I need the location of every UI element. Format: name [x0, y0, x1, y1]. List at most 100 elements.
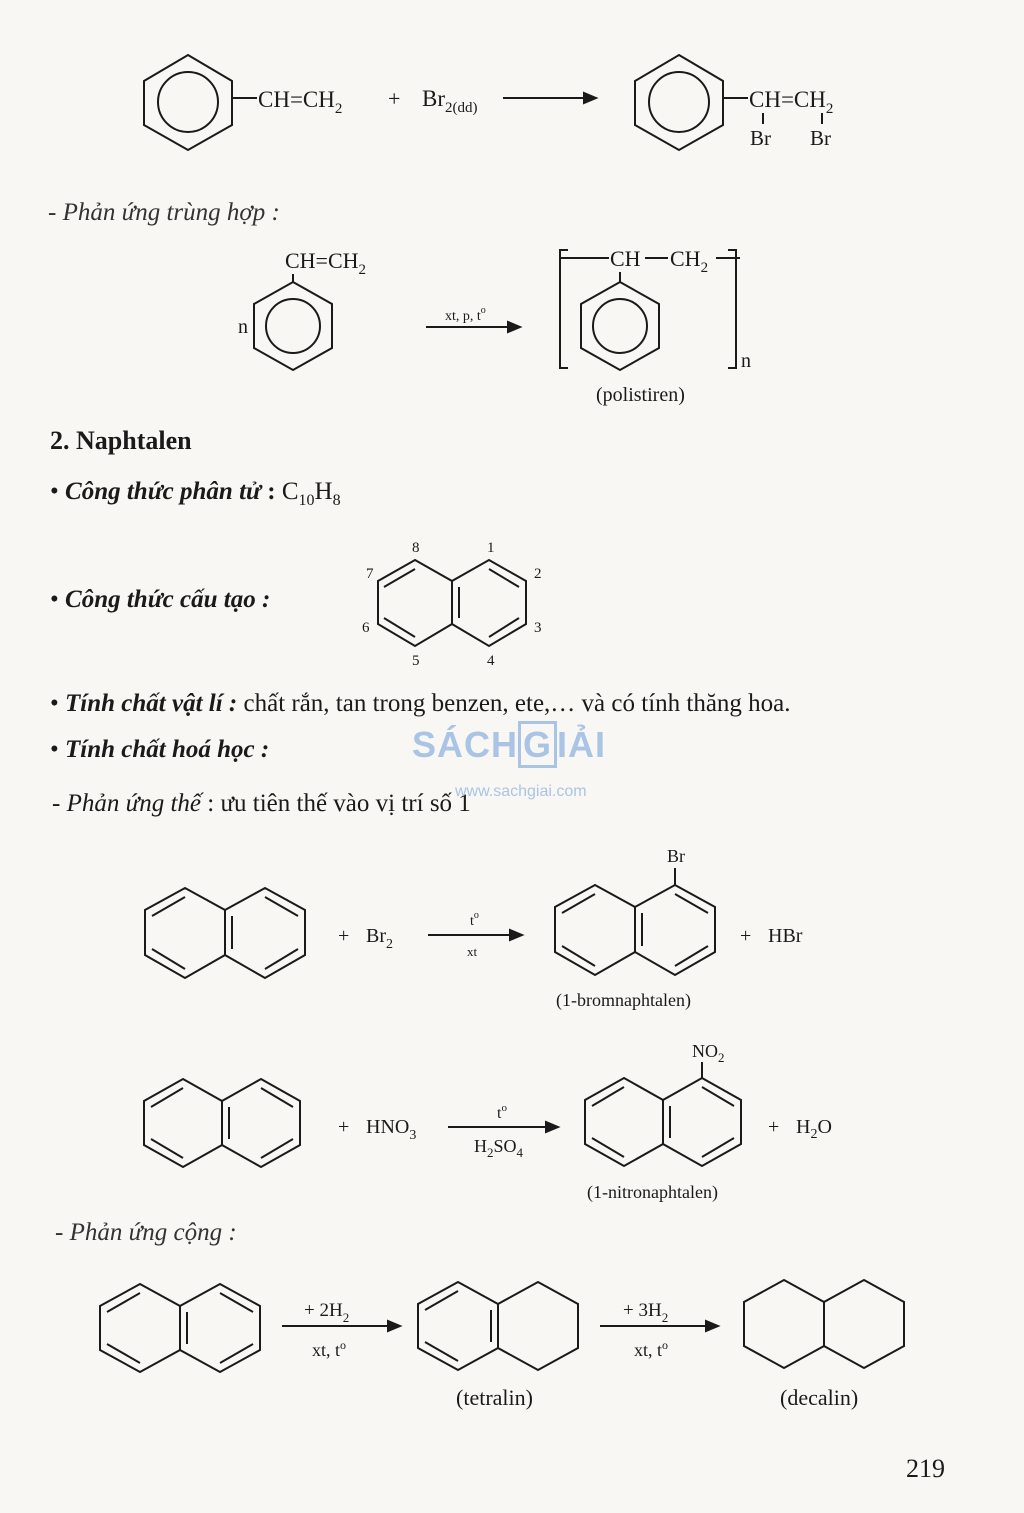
tetralin-name: (tetralin)	[456, 1385, 533, 1410]
double-bond-4	[488, 568, 520, 588]
step2-hydrogen: + 3H2	[623, 1300, 668, 1325]
styrene-ring	[143, 53, 233, 152]
rdb-4	[260, 1087, 294, 1108]
product-ring-right	[662, 1076, 742, 1168]
naphthalene-ring-right	[451, 558, 527, 648]
tetralin-ring-saturated	[497, 1280, 579, 1372]
bullet: •	[50, 690, 66, 717]
pdb-4	[674, 893, 709, 914]
arrow-head	[583, 91, 599, 105]
position-3: 3	[534, 620, 542, 636]
pdb-1	[561, 893, 596, 914]
nitronaphthalene-name: (1-nitronaphtalen)	[587, 1182, 718, 1203]
pdb-1	[591, 1086, 625, 1107]
rdb-1	[151, 896, 186, 917]
pdb-2	[561, 945, 596, 967]
section-title: 2. Naphtalen	[50, 426, 192, 455]
position-1: 1	[487, 540, 495, 556]
naphthalene-ring-right	[179, 1282, 261, 1374]
physical-properties-text: chất rắn, tan trong benzen, ete,… và có …	[237, 690, 791, 717]
step1-hydrogen: + 2H2	[304, 1300, 349, 1325]
addition-heading: - Phản ứng cộng :	[55, 1219, 237, 1246]
ndb-4	[219, 1292, 254, 1313]
decalin-ring-left	[743, 1278, 825, 1370]
molecular-formula-label: Công thức phân tử	[65, 478, 261, 505]
naphthalene-ring-left	[377, 558, 453, 648]
chemical-properties-label: Tính chất hoá học :	[65, 736, 270, 763]
plus-sign-1: +	[338, 1116, 349, 1138]
pdb-4	[701, 1086, 735, 1107]
formula-h-sub: 8	[332, 492, 341, 509]
tdb-2	[424, 1341, 459, 1362]
watermark-url: www.sachgiai.com	[455, 783, 587, 800]
product-ring	[634, 53, 724, 152]
styrene-polymerization-reaction: CH=CH2 n xt, p, to CH CH2 n (polistiren)	[238, 246, 751, 406]
pdb-2	[591, 1137, 625, 1158]
plus-sign: +	[388, 86, 400, 111]
double-bond-1	[383, 568, 416, 588]
structural-formula-line: • Công thức cấu tạo :	[50, 586, 270, 614]
position-8: 8	[412, 540, 420, 556]
tdb-1	[424, 1290, 459, 1311]
rdb-4	[264, 896, 299, 917]
rdb-5	[264, 948, 299, 970]
step2-arrow-head	[705, 1319, 721, 1333]
structural-formula-label: Công thức cấu tạo :	[65, 586, 271, 613]
pdb-5	[701, 1137, 735, 1158]
bromination-arrow-head	[509, 928, 525, 942]
water-byproduct: H2O	[796, 1116, 832, 1142]
position-2: 2	[534, 566, 542, 582]
polymer-ch2-group: CH2	[670, 246, 708, 276]
monomer-vinyl-group: CH=CH2	[285, 248, 366, 278]
ndb-1	[106, 1292, 141, 1313]
nitration-arrow-head	[545, 1120, 561, 1134]
styrene-aromatic-circle	[157, 71, 219, 133]
naphthalene-bromination-reaction: + Br2 to xt Br + HBr (1-bromnaphtalen)	[144, 846, 803, 1011]
product-aromatic-circle	[648, 71, 710, 133]
step1-conditions: xt, to	[312, 1338, 346, 1360]
product-ring-left	[554, 883, 636, 977]
rdb-2	[150, 1138, 184, 1159]
reactant-ring-right	[221, 1077, 301, 1169]
polymer-repeat-n: n	[741, 350, 751, 372]
reactant-ring-left	[143, 1077, 223, 1169]
double-bond-5	[488, 617, 520, 638]
styrene-bromine-addition-reaction: CH=CH2 + Br2(dd) CH=CH2 Br Br	[143, 53, 833, 152]
position-4: 4	[487, 653, 495, 669]
formula-c-sub: 10	[298, 492, 315, 509]
condition-temperature: to	[470, 910, 479, 929]
monomer-coefficient: n	[238, 316, 248, 338]
ndb-5	[219, 1343, 254, 1364]
product-ring-right	[634, 883, 716, 977]
condition-sulfuric-acid: H2SO4	[474, 1136, 524, 1160]
bullet: •	[50, 736, 66, 763]
monomer-ring	[253, 280, 333, 372]
page-number: 219	[906, 1454, 945, 1483]
naphthalene-ring-left	[99, 1282, 181, 1374]
naphthalene-hydrogenation-reaction: + 2H2 xt, to (tetralin) + 3H2 xt, to (de…	[99, 1278, 905, 1410]
bromine-substituent-1: Br	[750, 126, 771, 150]
position-5: 5	[412, 653, 420, 669]
double-bond-2	[383, 617, 416, 638]
nitro-substituent: NO2	[692, 1041, 725, 1065]
bromonaphthalene-name: (1-bromnaphtalen)	[556, 990, 691, 1011]
reactant-ring-left	[144, 886, 226, 980]
substitution-heading: - Phản ứng thế	[52, 790, 202, 817]
naphthalene-numbered-structure: 8 1 2 3 4 5 6 7	[362, 540, 542, 669]
formula-h: H	[314, 478, 333, 505]
bullet: •	[50, 478, 66, 505]
naphthalene-nitration-reaction: + HNO3 to H2SO4 NO2 + H2O (1-nitronaphta…	[143, 1041, 832, 1203]
polymerization-heading: - Phản ứng trùng hợp :	[48, 199, 280, 226]
position-7: 7	[366, 566, 374, 582]
step1-arrow-head	[387, 1319, 403, 1333]
ndb-2	[106, 1343, 141, 1364]
polymerization-arrow-head	[507, 320, 523, 334]
hbr-byproduct: HBr	[768, 925, 803, 947]
molecular-formula-colon: :	[261, 478, 282, 505]
tetralin-ring-aromatic	[417, 1280, 499, 1372]
plus-sign-1: +	[338, 925, 349, 947]
polymerization-conditions: xt, p, to	[445, 305, 486, 324]
step2-conditions: xt, to	[634, 1338, 668, 1360]
product-ring-left	[584, 1076, 664, 1168]
